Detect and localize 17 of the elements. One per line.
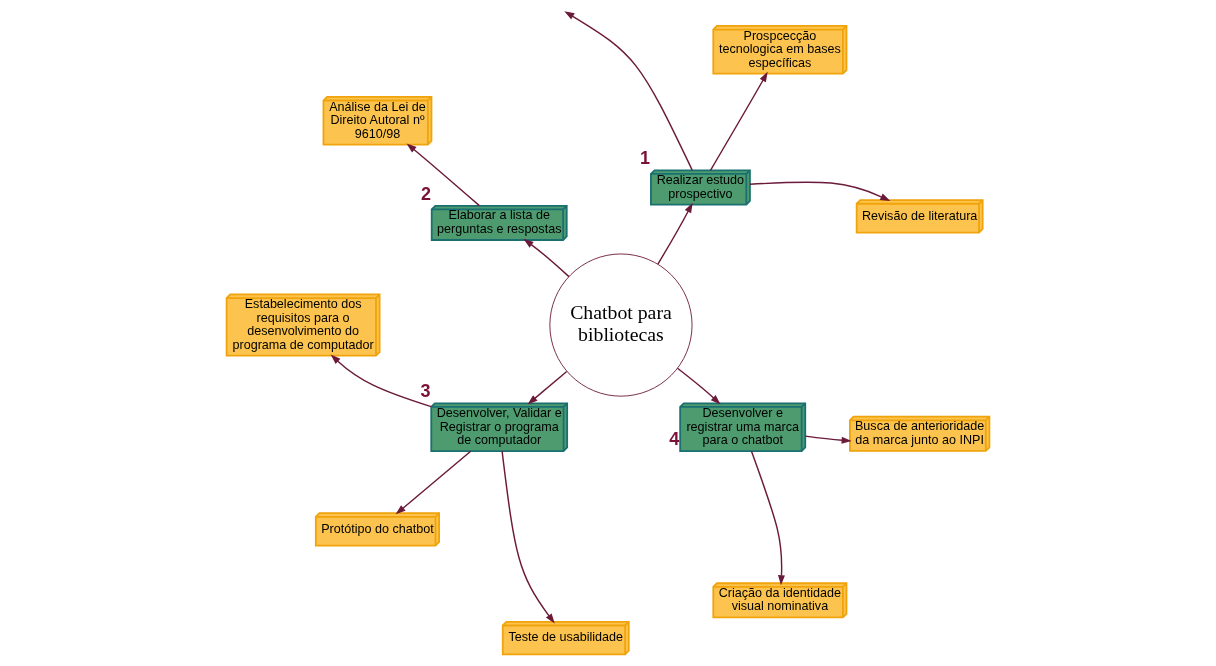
arrow (501, 450, 555, 624)
arrow (676, 367, 721, 405)
arrow (330, 354, 432, 408)
arrow (709, 71, 768, 171)
arrow (523, 238, 570, 278)
arrow (395, 450, 472, 515)
node-circle: Chatbot para bibliotecas (549, 253, 693, 397)
arrow (564, 11, 693, 171)
arrow (749, 181, 891, 202)
arrow (527, 370, 568, 405)
arrow (657, 202, 693, 265)
arrow (406, 143, 481, 207)
node-label: 3 (420, 381, 431, 402)
arrow (750, 450, 786, 586)
node-label: 1 (640, 148, 651, 169)
arrow (804, 435, 852, 444)
node-label: 2 (420, 183, 431, 204)
